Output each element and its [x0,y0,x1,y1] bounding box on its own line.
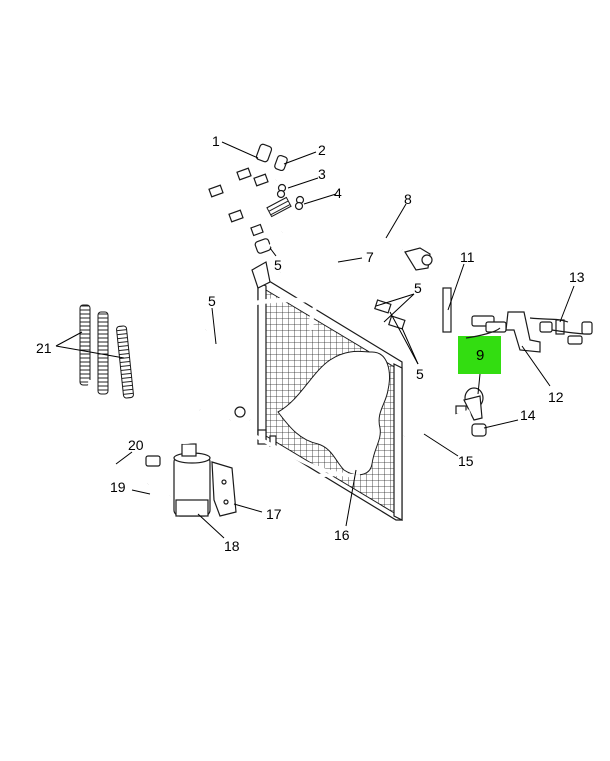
callout-18[interactable]: 18 [224,538,240,554]
callout-14[interactable]: 14 [520,407,536,423]
receiver-drier-assembly [108,418,237,517]
callout-5-upper[interactable]: 5 [274,257,282,273]
callout-labels: 1 2 3 4 8 7 5 5 5 5 11 13 12 14 15 16 17… [36,133,585,554]
highlight-box-item-9[interactable] [458,336,501,374]
callout-12[interactable]: 12 [548,389,564,405]
callout-15[interactable]: 15 [458,453,474,469]
condenser-inlet-lines [199,287,487,418]
callout-5-left[interactable]: 5 [208,293,216,309]
callout-11[interactable]: 11 [460,249,475,265]
callout-1[interactable]: 1 [212,133,220,149]
callout-5-right-top[interactable]: 5 [414,280,422,296]
callout-19[interactable]: 19 [110,479,126,495]
leader-9 [477,373,481,395]
callout-20[interactable]: 20 [128,437,144,453]
callout-4[interactable]: 4 [334,185,342,201]
callout-8[interactable]: 8 [404,191,412,207]
o-ring-fittings [276,183,305,211]
callout-7[interactable]: 7 [366,249,374,265]
hose-assembly-bundle [79,143,361,516]
callout-5-right-bottom[interactable]: 5 [416,366,424,382]
pressure-switch-assembly [403,311,593,439]
condenser-core [251,261,403,521]
callout-9[interactable]: 9 [476,347,484,364]
footer-strip [0,755,610,761]
callout-17[interactable]: 17 [266,506,282,522]
callout-16[interactable]: 16 [334,527,350,543]
discharge-hoses [254,229,433,331]
callout-2[interactable]: 2 [318,142,326,158]
callout-13[interactable]: 13 [569,269,585,285]
callout-21[interactable]: 21 [36,340,52,356]
leader-lines [55,141,575,539]
callout-3[interactable]: 3 [318,166,326,182]
